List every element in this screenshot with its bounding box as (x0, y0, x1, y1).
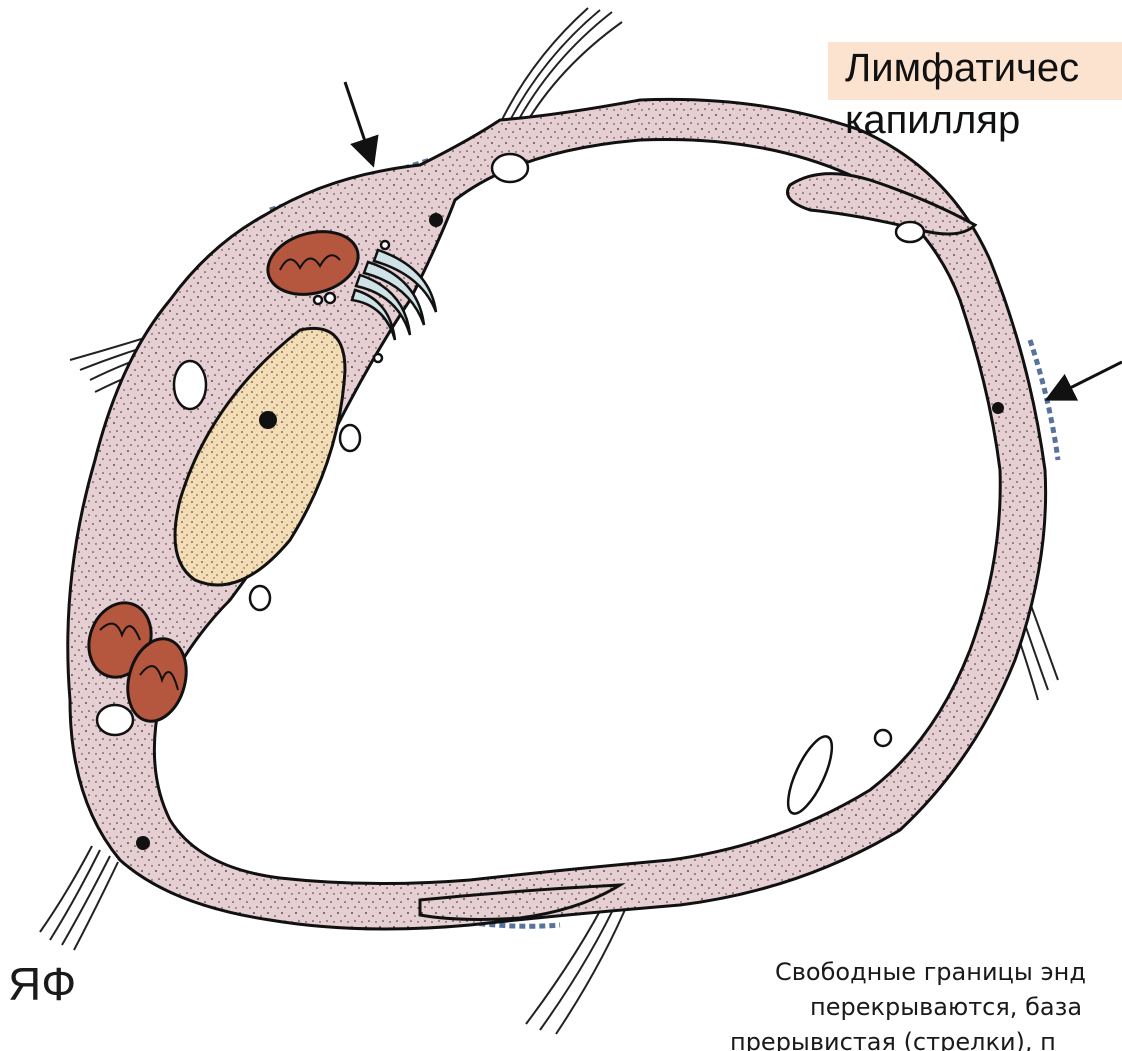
granule (136, 836, 150, 850)
vesicle (374, 354, 382, 362)
vesicle (325, 293, 335, 303)
caption-line-1: Свободные границы энд (775, 955, 1086, 990)
granule (992, 402, 1004, 414)
caption-line-3: прерывистая (стрелки), п (730, 1025, 1056, 1051)
vesicle (250, 586, 270, 610)
vesicle (780, 731, 841, 819)
vesicle (492, 154, 528, 182)
granule (429, 213, 443, 227)
vesicle (174, 361, 206, 409)
filament-bundle-bottom-left (40, 846, 118, 950)
vesicle (340, 425, 360, 451)
caption-line-2: перекрываются, база (810, 990, 1082, 1025)
corner-label: ЯФ (8, 958, 76, 1010)
caption: Свободные границы энд перекрываются, баз… (690, 955, 1122, 1051)
title-line-2: капилляр (845, 96, 1020, 144)
vesicle (896, 222, 924, 242)
nucleolus (259, 411, 277, 429)
title-line-1: Лимфатичес (845, 44, 1079, 92)
arrow-right (1050, 362, 1122, 398)
vesicle (97, 705, 133, 735)
arrow-top (345, 82, 372, 162)
vesicle (314, 296, 322, 304)
vesicle (875, 730, 891, 746)
vesicle (381, 241, 389, 249)
